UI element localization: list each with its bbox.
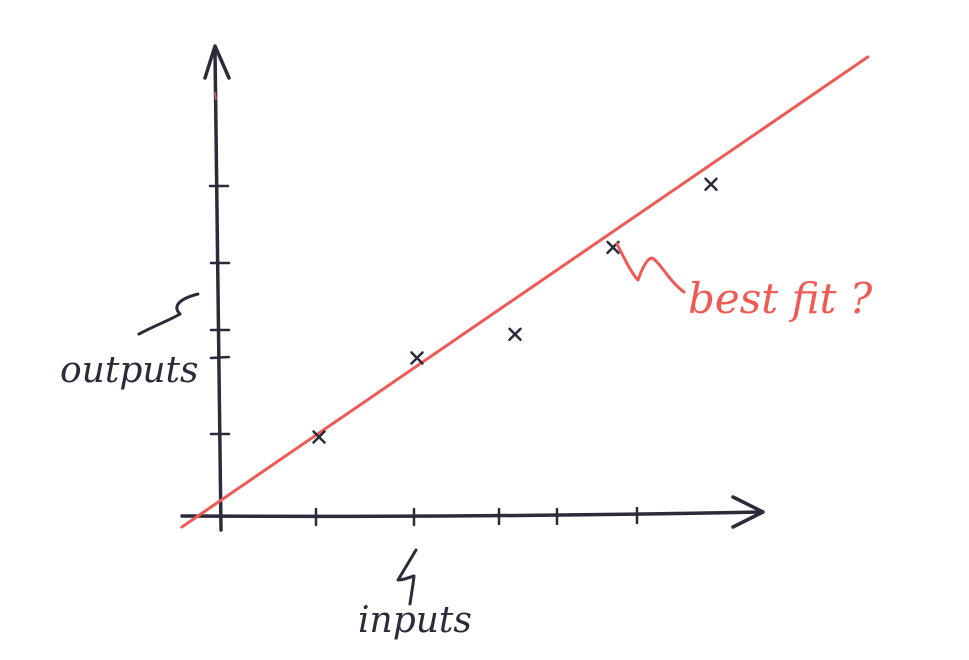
data-point — [704, 177, 718, 191]
data-point-stroke — [508, 327, 522, 342]
data-point — [312, 430, 326, 444]
best-fit-pointer — [615, 242, 686, 294]
data-point-stroke — [704, 177, 718, 191]
stray-mark — [214, 91, 217, 101]
data-points — [312, 177, 718, 444]
y-axis — [213, 48, 223, 532]
best-fit-label: best fit ? — [688, 274, 873, 323]
data-point — [508, 327, 522, 342]
data-point-stroke — [410, 351, 424, 365]
x-axis-arrowhead — [731, 495, 765, 529]
x-axis — [180, 510, 764, 519]
y-label-pointer — [137, 292, 200, 336]
y-axis-arrowhead — [203, 44, 231, 80]
y-axis-label: outputs — [60, 350, 199, 391]
data-point-stroke — [312, 430, 326, 444]
x-ticks — [314, 506, 639, 527]
best-fit-line — [180, 55, 870, 529]
x-axis-label: inputs — [358, 600, 472, 641]
data-point — [410, 351, 424, 365]
y-tick — [209, 355, 231, 360]
y-ticks — [208, 184, 231, 436]
x-label-pointer — [396, 548, 418, 606]
